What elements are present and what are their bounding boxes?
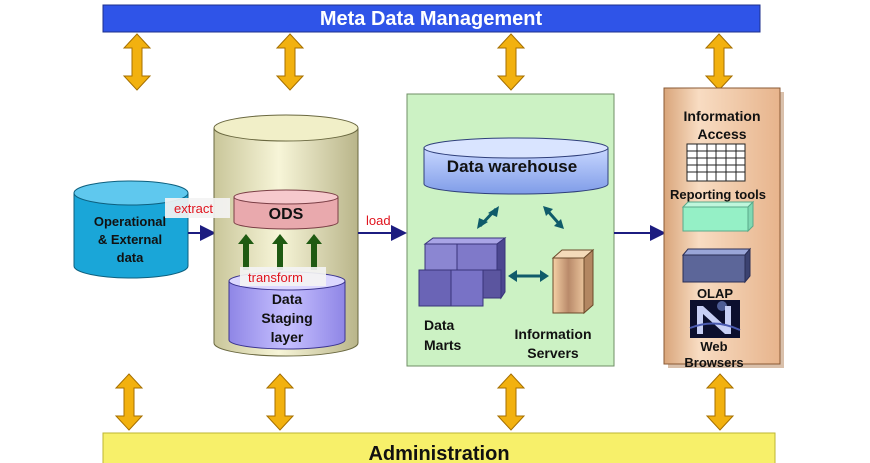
data-marts-boxes-icon [418,237,507,307]
access-title-line2: Access [697,126,746,142]
warehouse-title: Data warehouse [447,157,577,176]
transform-arrows [238,234,322,270]
double-arrow-icon [496,33,526,91]
web-browsers-line1: Web [700,339,727,354]
warehouse-panel: Data warehouse Data Marts [406,93,615,367]
marts-servers-arrow-icon [508,270,549,282]
operational-label-line2: & External [98,232,162,247]
extract-label: extract [165,198,230,218]
admin-bar-title: Administration [368,443,509,463]
double-arrow-icon [265,373,295,431]
svg-text:transform: transform [248,270,303,285]
information-server-icon [551,248,595,315]
double-arrow-icon [496,373,526,431]
load-label: load [366,213,391,228]
meta-data-management-bar: Meta Data Management [102,4,761,33]
transform-label: transform [240,267,326,286]
info-servers-line2: Servers [527,345,579,361]
spreadsheet-grid-icon [686,143,746,182]
up-arrow-icon [272,234,288,270]
operational-label-line3: data [117,250,145,265]
data-marts-line1: Data [424,317,455,333]
svg-text:extract: extract [174,201,213,216]
staging-layer-line1: Data [272,291,303,307]
double-arrow-icon [275,33,305,91]
double-arrow-icon [114,373,144,431]
info-servers-line1: Information [515,326,592,342]
double-arrow-icon [122,33,152,91]
administration-bar: Administration [102,432,776,463]
dw-marts-arrow-icon [477,206,499,229]
reporting-tools-label: Reporting tools [670,187,766,202]
access-title-line1: Information [684,108,761,124]
double-arrow-icon [705,373,735,431]
meta-bar-title: Meta Data Management [320,8,543,30]
up-arrow-icon [238,234,254,270]
web-browsers-line2: Browsers [684,355,743,370]
olap-label: OLAP [697,286,733,301]
data-marts-line2: Marts [424,337,462,353]
staging-layer-line3: layer [271,329,304,345]
web-browser-logo-icon [689,300,741,338]
olap-box-icon [681,247,752,284]
dw-servers-arrow-icon [543,206,564,229]
ods-label: ODS [269,206,304,223]
double-arrow-icon [704,33,734,91]
meta-connector-arrows [122,33,734,91]
operational-label-line1: Operational [94,214,166,229]
up-arrow-icon [306,234,322,270]
information-access-panel: Information Access Reporting tools OLAP [663,87,784,370]
staging-layer-line2: Staging [261,310,312,326]
ods-cylinder: ODS [233,189,339,230]
admin-connector-arrows [114,373,735,431]
operational-data-cylinder: Operational & External data [73,180,189,279]
reporting-box-icon [681,200,755,233]
